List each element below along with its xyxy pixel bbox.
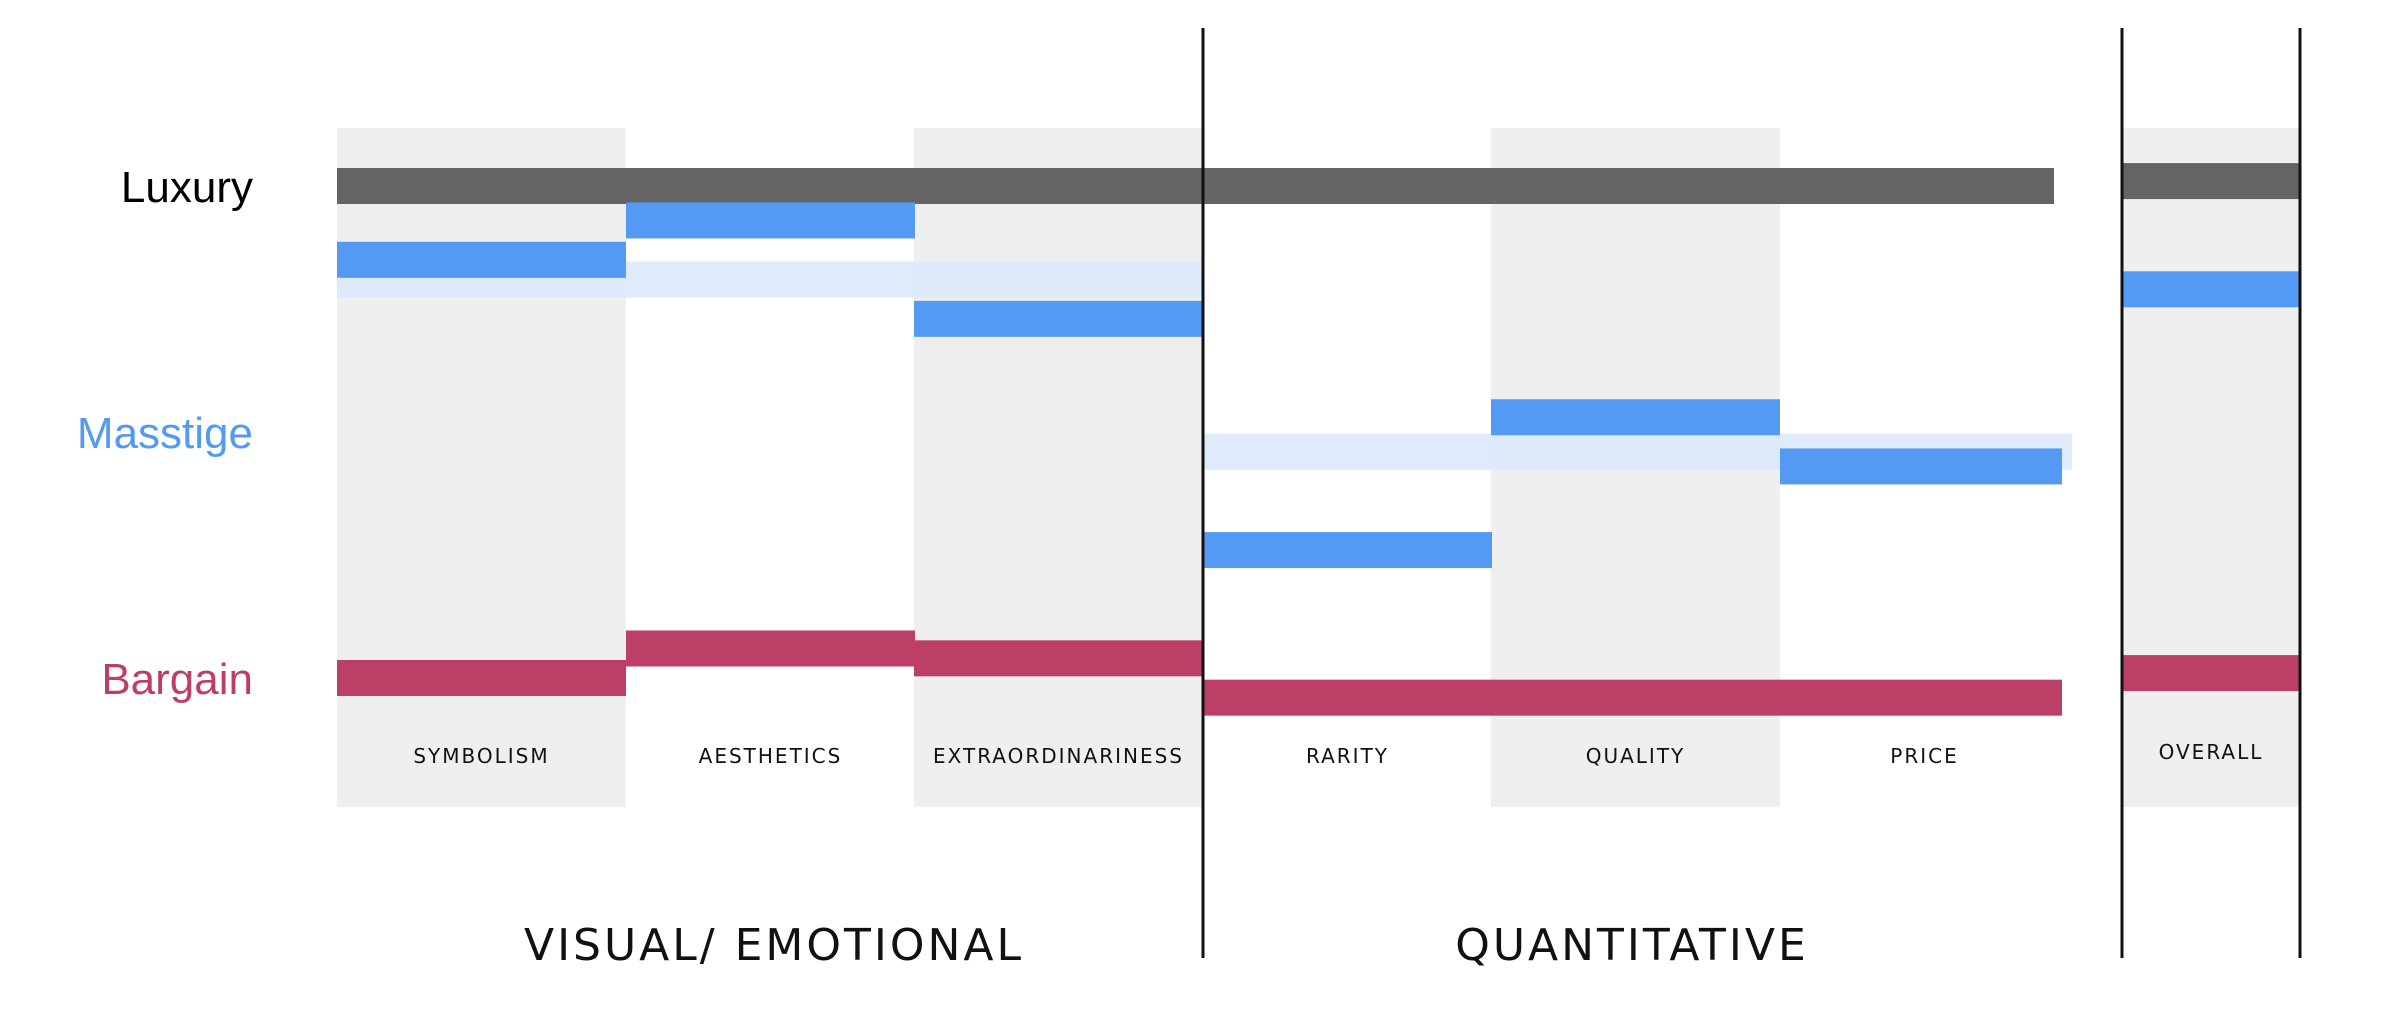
- group-label-0: VISUAL/ EMOTIONAL: [524, 920, 1024, 971]
- row-label-luxury: Luxury: [121, 163, 253, 212]
- masstige-bar-6: [2122, 271, 2300, 308]
- masstige-bar-4: [1491, 399, 1780, 436]
- luxury-bar-0: [337, 168, 2054, 204]
- category-label-overall: OVERALL: [2159, 740, 2264, 764]
- category-label-rarity: RARITY: [1306, 744, 1389, 768]
- masstige-bar-2: [914, 300, 1203, 337]
- masstige-bar-1: [626, 202, 915, 239]
- row-label-masstige: Masstige: [77, 409, 253, 458]
- masstige-bar-5: [1780, 448, 2062, 485]
- bargain-bar-2: [914, 640, 1203, 677]
- luxury-bar-1: [2122, 163, 2300, 200]
- masstige-bar-0: [337, 241, 626, 278]
- column-shade-overall: [2122, 128, 2300, 807]
- masstige-bar-3: [1203, 532, 1492, 569]
- bars-layer: [337, 163, 2300, 716]
- bargain-bar-0: [337, 660, 626, 696]
- category-label-quality: QUALITY: [1586, 744, 1686, 768]
- column-shade-extraordinariness: [914, 128, 1203, 807]
- category-label-price: PRICE: [1890, 744, 1958, 768]
- column-shade-symbolism: [337, 128, 626, 807]
- bargain-bar-3: [1203, 679, 2062, 716]
- bargain-bar-1: [626, 630, 915, 667]
- group-label-1: QUANTITATIVE: [1455, 920, 1809, 971]
- category-label-symbolism: SYMBOLISM: [413, 744, 549, 768]
- category-label-aesthetics: AESTHETICS: [699, 744, 843, 768]
- dividers-layer: [1201, 28, 2302, 958]
- bargain-bar-4: [2122, 655, 2300, 692]
- category-label-extraordinariness: EXTRAORDINARINESS: [933, 744, 1184, 768]
- row-label-bargain: Bargain: [101, 655, 253, 704]
